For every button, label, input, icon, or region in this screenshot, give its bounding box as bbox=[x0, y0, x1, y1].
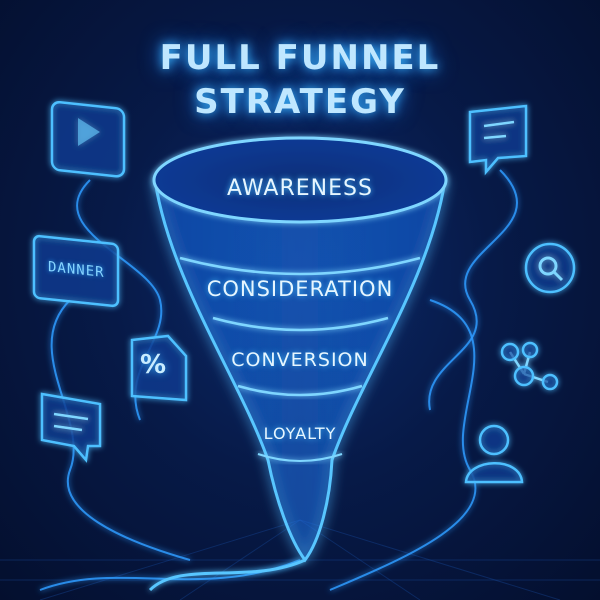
stage-loyalty: LOYALTY bbox=[263, 424, 337, 443]
separator-3 bbox=[237, 384, 363, 397]
title-line-1: FULL FUNNEL bbox=[159, 38, 441, 78]
stage-consideration: CONSIDERATION bbox=[206, 277, 394, 301]
discount-tag-icon bbox=[130, 334, 188, 402]
separator-2 bbox=[212, 316, 389, 332]
stage-conversion: CONVERSION bbox=[231, 349, 369, 371]
chat-bubble-icon-left bbox=[40, 392, 102, 463]
separator-1 bbox=[179, 256, 421, 276]
video-play-icon bbox=[50, 101, 126, 178]
stage-awareness: AWARENESS bbox=[227, 176, 373, 201]
message-icon bbox=[468, 104, 528, 176]
network-icon bbox=[500, 341, 559, 391]
banner-icon bbox=[32, 234, 120, 308]
title-line-2: STRATEGY bbox=[194, 82, 406, 122]
funnel bbox=[148, 136, 448, 592]
user-icon bbox=[464, 424, 524, 484]
percent-icon-text: % bbox=[140, 350, 167, 380]
search-icon bbox=[524, 242, 576, 294]
separator-4 bbox=[257, 453, 343, 462]
